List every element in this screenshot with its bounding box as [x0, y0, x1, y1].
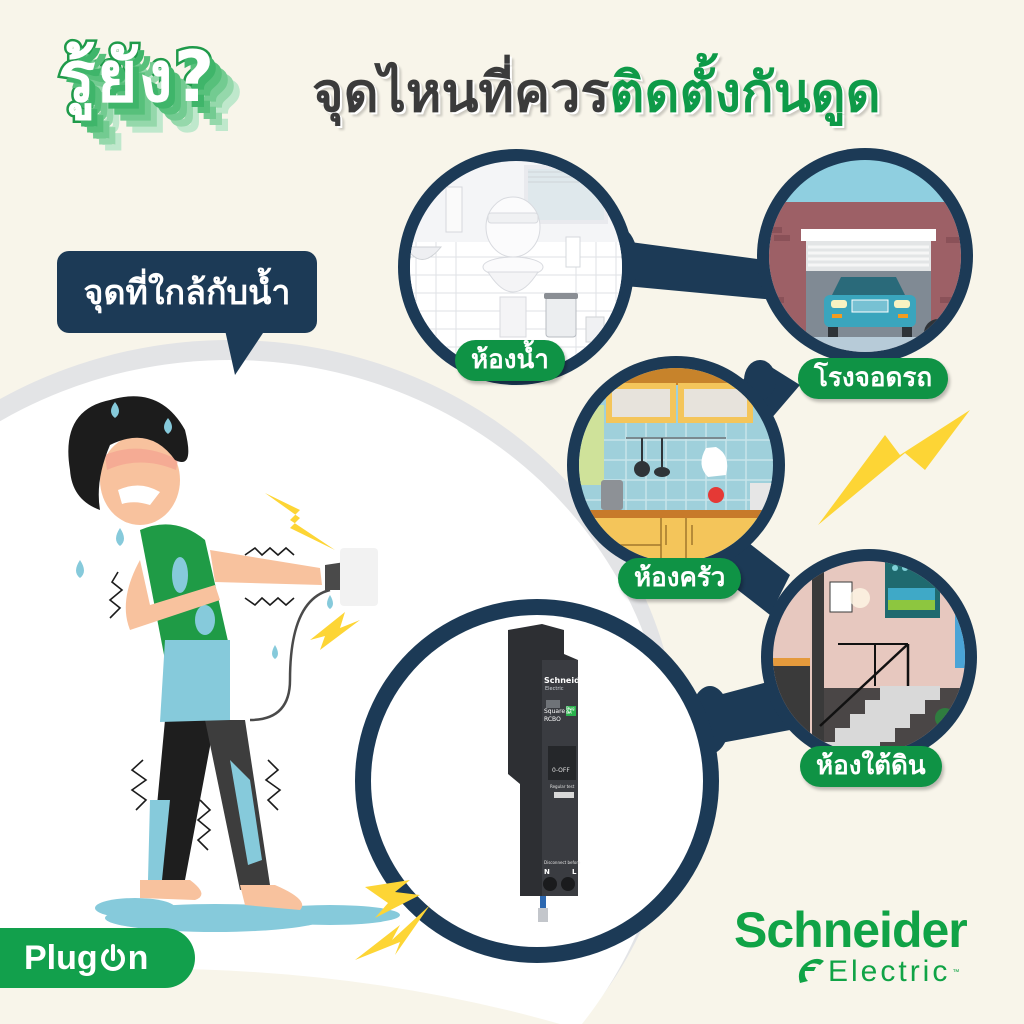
device-test-label: Regular test — [550, 784, 575, 789]
device-switch-label: 0-OFF — [552, 767, 570, 774]
room-label-garage: โรงจอดรถ — [798, 358, 949, 399]
logo-brand-text: Schneider — [734, 902, 968, 958]
device-warning-label: Disconnect before — [544, 860, 581, 865]
room-label-basement: ห้องใต้ดิน — [800, 746, 942, 787]
schneider-electric-logo: Schneider Electric ™ — [734, 902, 968, 988]
plugon-logo: Plug n — [0, 928, 195, 988]
device-brand-label: Schneider — [544, 676, 590, 685]
headline-question-dark: จุดไหนที่ควร — [312, 61, 610, 124]
logo-trademark: ™ — [952, 968, 960, 976]
plugon-suffix: n — [127, 938, 149, 977]
room-label-bathroom: ห้องน้ำ — [455, 340, 565, 381]
garage-scene — [757, 148, 973, 364]
power-icon — [100, 944, 125, 971]
kitchen-scene — [567, 356, 785, 574]
speech-bubble-tail — [225, 330, 265, 375]
headline-question: จุดไหนที่ควรติดตั้งกันดูด — [312, 66, 881, 120]
device-model-label: RCBO — [544, 716, 561, 723]
device-plugon-badge: Plug On — [566, 706, 575, 715]
headline-question-green: ติดตั้งกันดูด — [609, 61, 881, 124]
terminal-l-label: L — [572, 868, 577, 876]
device-brand-sub-label: Electric — [545, 686, 564, 692]
basement-scene — [761, 549, 977, 765]
rcbo-body-icon — [508, 624, 578, 922]
speech-bubble: จุดที่ใกล้กับน้ำ — [57, 251, 317, 333]
speech-bubble-text: จุดที่ใกล้กับน้ำ — [83, 273, 291, 313]
logo-sub-text: Electric — [828, 955, 951, 988]
plugon-prefix: Plug — [24, 938, 98, 977]
rcbo-device: Schneider Electric Square D RCBO Plug On… — [500, 624, 590, 924]
schneider-swoosh-icon — [798, 958, 824, 983]
bathroom-scene — [398, 149, 634, 385]
room-label-kitchen: ห้องครัว — [618, 558, 742, 599]
device-series-label: Square D — [544, 708, 572, 715]
terminal-n-label: N — [544, 868, 550, 876]
headline-badge: รู้ยัง? — [55, 36, 216, 118]
